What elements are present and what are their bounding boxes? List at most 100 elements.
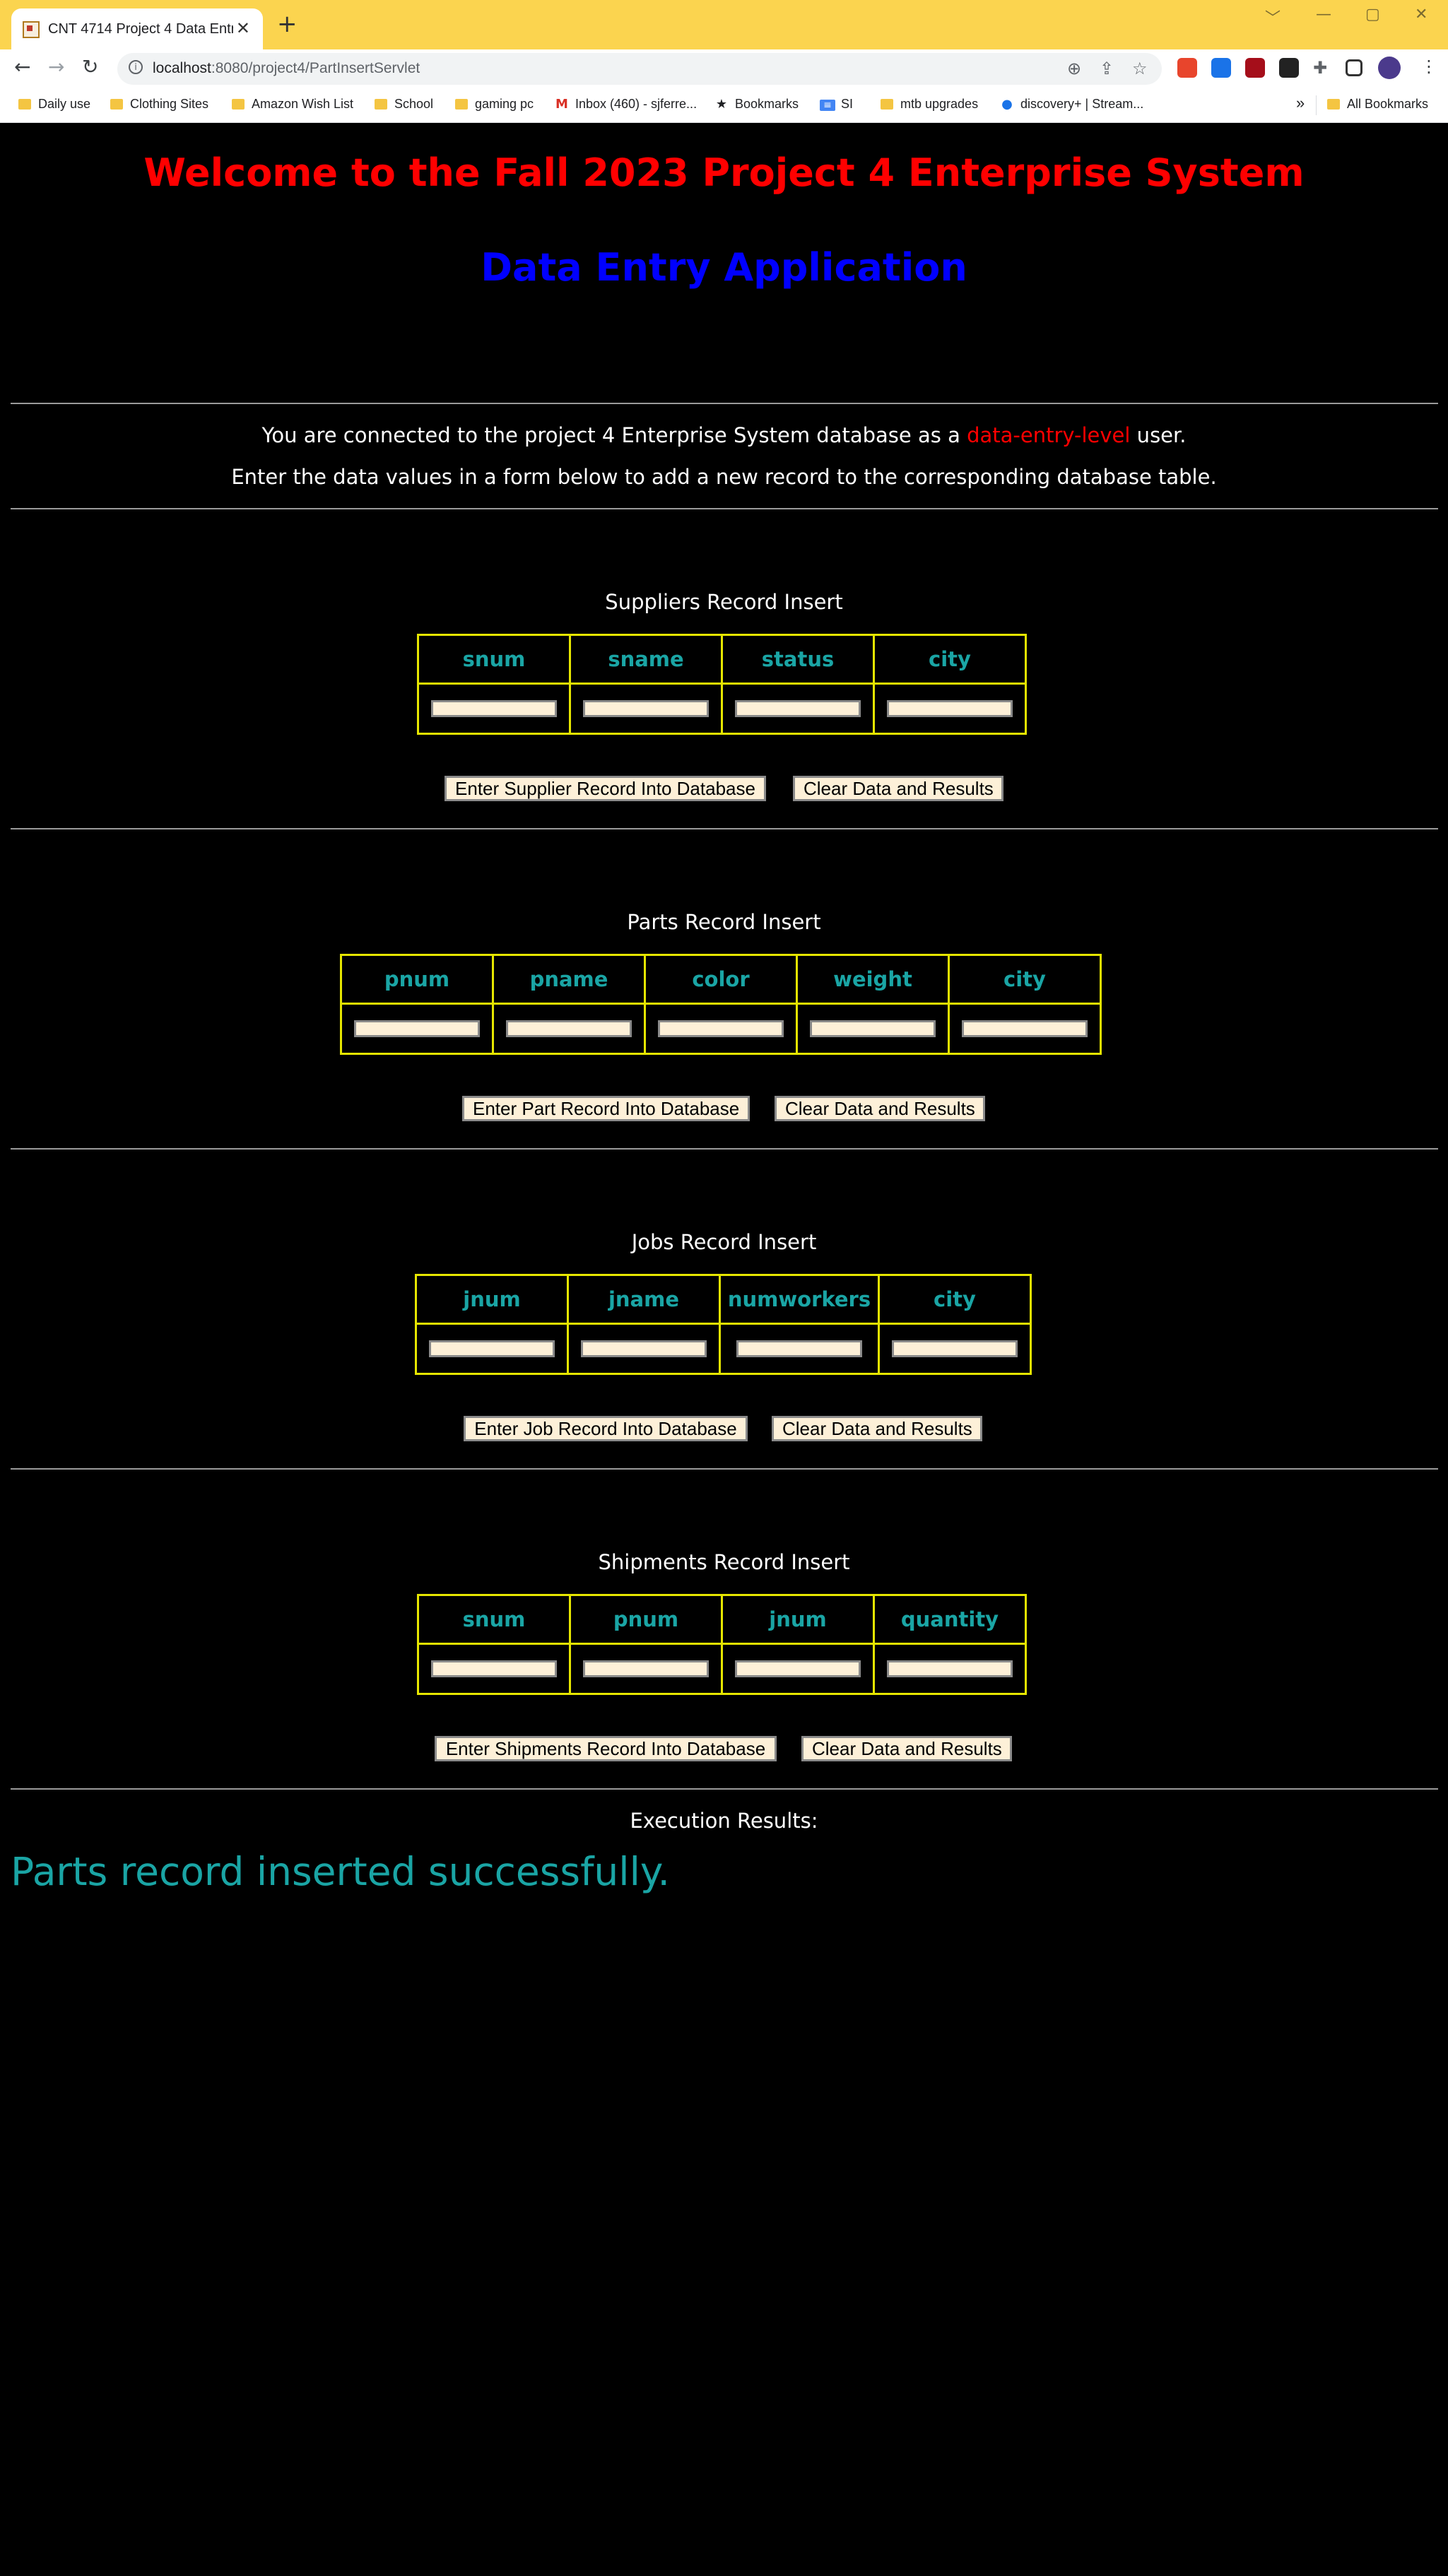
numworkers-input[interactable]: [736, 1340, 862, 1357]
side-panel-icon[interactable]: [1346, 59, 1362, 76]
menu-kebab-icon[interactable]: ⋮: [1420, 57, 1437, 76]
enter-job-button[interactable]: Enter Job Record Into Database: [464, 1416, 748, 1441]
browser-tab-active[interactable]: CNT 4714 Project 4 Data Entry H ✕: [11, 8, 263, 49]
column-header-pname: pname: [492, 954, 646, 1005]
pname-input[interactable]: [506, 1020, 632, 1037]
extension-icon-4[interactable]: [1279, 58, 1299, 78]
shipment-pnum-input[interactable]: [583, 1660, 709, 1677]
all-bookmarks[interactable]: All Bookmarks: [1327, 97, 1428, 112]
table-cell: [719, 1323, 880, 1375]
forward-icon[interactable]: →: [48, 55, 65, 78]
job-city-input[interactable]: [892, 1340, 1018, 1357]
zoom-icon[interactable]: ⊕: [1067, 59, 1082, 78]
quantity-input[interactable]: [887, 1660, 1013, 1677]
bookmark-star-icon[interactable]: ☆: [1132, 59, 1148, 78]
bookmark-si[interactable]: ≡SI: [820, 97, 853, 112]
page-subtitle: Data Entry Application: [481, 245, 967, 290]
site-info-icon[interactable]: i: [129, 60, 143, 74]
bookmark-gaming-pc[interactable]: gaming pc: [455, 97, 534, 112]
status-input[interactable]: [735, 700, 861, 717]
share-icon[interactable]: ⇪: [1100, 59, 1114, 78]
parts-caption: Parts Record Insert: [627, 910, 821, 934]
bookmarks-overflow-icon[interactable]: »: [1296, 94, 1305, 112]
weight-input[interactable]: [810, 1020, 936, 1037]
column-header-pnum: pnum: [569, 1594, 723, 1645]
jname-input[interactable]: [581, 1340, 707, 1357]
clear-suppliers-button[interactable]: Clear Data and Results: [793, 776, 1003, 801]
extension-icon-1[interactable]: [1177, 58, 1197, 78]
connection-status: You are connected to the project 4 Enter…: [0, 423, 1448, 447]
new-tab-icon[interactable]: +: [277, 10, 298, 38]
part-city-input[interactable]: [962, 1020, 1088, 1037]
column-header-jnum: jnum: [721, 1594, 875, 1645]
result-message: Parts record inserted successfully.: [11, 1849, 671, 1894]
column-header-numworkers: numworkers: [719, 1274, 880, 1325]
shipments-caption: Shipments Record Insert: [598, 1550, 850, 1574]
column-header-quantity: quantity: [873, 1594, 1027, 1645]
enter-part-button[interactable]: Enter Part Record Into Database: [462, 1096, 750, 1121]
table-cell: [721, 683, 875, 735]
folder-icon: [455, 99, 468, 110]
column-header-status: status: [721, 634, 875, 685]
folder-icon: [881, 99, 893, 110]
bookmark-discovery[interactable]: ●discovery+ | Stream...: [999, 97, 1143, 112]
enter-supplier-button[interactable]: Enter Supplier Record Into Database: [445, 776, 766, 801]
divider: [11, 828, 1438, 829]
tab-close-icon[interactable]: ✕: [235, 18, 250, 38]
bookmark-label: Bookmarks: [735, 97, 799, 111]
bookmark-amazon-wish-list[interactable]: Amazon Wish List: [232, 97, 353, 112]
column-header-jnum: jnum: [415, 1274, 569, 1325]
maximize-icon[interactable]: ▢: [1365, 6, 1380, 23]
connection-suffix: user.: [1130, 423, 1187, 447]
folder-icon: [232, 99, 245, 110]
bookmark-label: SI: [841, 97, 854, 111]
results-label: Execution Results:: [630, 1809, 818, 1833]
clear-parts-button[interactable]: Clear Data and Results: [775, 1096, 985, 1121]
extensions-puzzle-icon[interactable]: ✚: [1313, 58, 1328, 78]
enter-shipments-button[interactable]: Enter Shipments Record Into Database: [435, 1736, 777, 1761]
shipment-snum-input[interactable]: [431, 1660, 557, 1677]
ublock-icon[interactable]: [1245, 58, 1265, 78]
table-cell: [492, 1003, 646, 1055]
window-close-icon[interactable]: ✕: [1415, 6, 1428, 23]
divider: [11, 1468, 1438, 1470]
column-header-snum: snum: [417, 634, 571, 685]
page-body: Welcome to the Fall 2023 Project 4 Enter…: [0, 124, 1448, 2576]
folder-icon: [110, 99, 123, 110]
pnum-input[interactable]: [354, 1020, 480, 1037]
bookmark-label: All Bookmarks: [1347, 97, 1429, 111]
reload-icon[interactable]: ↻: [82, 55, 99, 78]
back-icon[interactable]: ←: [14, 55, 31, 78]
shipments-table: snum pnum jnum quantity: [417, 1594, 1027, 1695]
bookmark-bookmarks[interactable]: ★Bookmarks: [714, 97, 799, 112]
avatar[interactable]: [1378, 57, 1401, 79]
column-header-weight: weight: [796, 954, 950, 1005]
bookmark-mtb-upgrades[interactable]: mtb upgrades: [881, 97, 978, 112]
address-bar[interactable]: i localhost:8080/project4/PartInsertServ…: [117, 53, 1162, 85]
divider: [11, 403, 1438, 404]
bookmark-school[interactable]: School: [375, 97, 433, 112]
tab-search-icon[interactable]: ﹀: [1265, 10, 1281, 28]
connection-prefix: You are connected to the project 4 Enter…: [261, 423, 967, 447]
extension-icon-2[interactable]: [1211, 58, 1231, 78]
clear-jobs-button[interactable]: Clear Data and Results: [772, 1416, 982, 1441]
table-cell: [569, 683, 723, 735]
minimize-icon[interactable]: —: [1316, 6, 1331, 23]
snum-input[interactable]: [431, 700, 557, 717]
clear-shipments-button[interactable]: Clear Data and Results: [801, 1736, 1012, 1761]
jnum-input[interactable]: [429, 1340, 555, 1357]
shipment-jnum-input[interactable]: [735, 1660, 861, 1677]
table-cell: [721, 1643, 875, 1695]
color-input[interactable]: [658, 1020, 784, 1037]
bookmark-daily-use[interactable]: Daily use: [18, 97, 90, 112]
discovery-icon: ●: [1001, 97, 1013, 112]
address-url[interactable]: localhost:8080/project4/PartInsertServle…: [153, 60, 420, 77]
column-header-city: city: [948, 954, 1102, 1005]
supplier-city-input[interactable]: [887, 700, 1013, 717]
bookmark-clothing-sites[interactable]: Clothing Sites: [110, 97, 208, 112]
table-cell: [569, 1643, 723, 1695]
gmail-icon: M: [555, 97, 568, 112]
sname-input[interactable]: [583, 700, 709, 717]
suppliers-caption: Suppliers Record Insert: [605, 590, 843, 614]
